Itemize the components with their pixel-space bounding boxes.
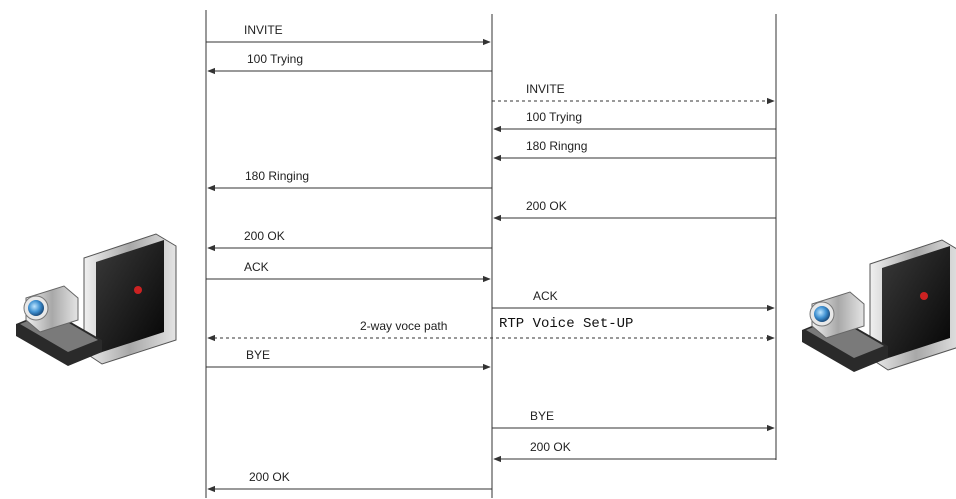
message-label: 100 Trying [247,52,303,66]
message-label: 200 OK [530,440,571,454]
right-endpoint-video-phone-icon [802,239,956,372]
message-label: ACK [533,289,558,303]
message-label: INVITE [526,82,565,96]
message-label: ACK [244,260,269,274]
message-label: 2-way voce path [360,319,447,333]
message-label: INVITE [244,23,283,37]
rtp-voice-setup-label: RTP Voice Set-UP [499,316,633,332]
message-label: 200 OK [526,199,567,213]
message-label: BYE [246,348,270,362]
message-label: 200 OK [249,470,290,484]
left-endpoint-video-phone-icon [16,233,177,366]
message-label: BYE [530,409,554,423]
message-label: 200 OK [244,229,285,243]
message-label: 100 Trying [526,110,582,124]
message-label: 180 Ringing [245,169,309,183]
message-label: 180 Ringng [526,139,587,153]
